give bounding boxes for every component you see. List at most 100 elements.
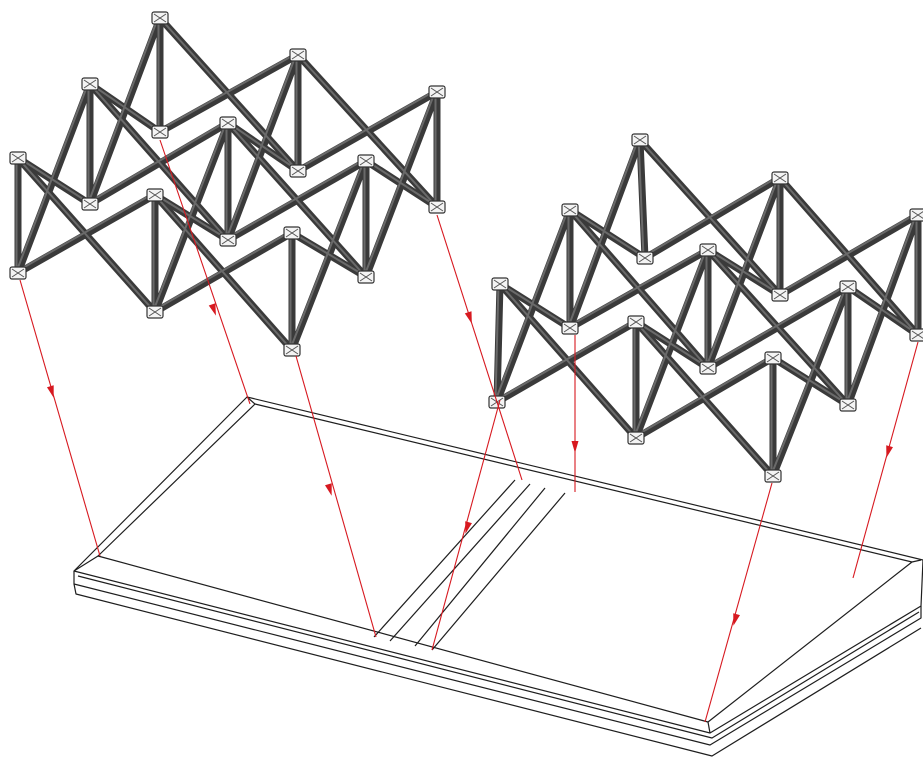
- placement-arrow-line: [19, 279, 101, 557]
- left-frame-hub-mark: [291, 50, 305, 60]
- left-frame-strut-highlight: [157, 52, 298, 132]
- right-frame-hub-mark: [629, 433, 643, 443]
- left-frame-hub-mark: [221, 118, 235, 128]
- right-frame-strut-highlight: [705, 284, 848, 368]
- left-frame-strut-highlight: [225, 158, 366, 240]
- placement-arrowhead: [733, 613, 740, 626]
- right-frame-hub-mark: [493, 279, 507, 289]
- left-frame-hub-mark: [148, 307, 162, 317]
- right-frame-strut: [641, 174, 784, 262]
- left-frame-hub-mark: [83, 199, 97, 209]
- left-frame-hub-mark: [359, 156, 373, 166]
- right-frame-hub-mark: [841, 282, 855, 292]
- divider-line-1: [373, 479, 516, 638]
- right-frame-strut-highlight: [705, 247, 780, 295]
- left-frame-strut-highlight: [15, 81, 90, 273]
- right-frame-strut-highlight: [567, 247, 708, 328]
- right-frame-hub-mark: [766, 471, 780, 481]
- right-frame-hub-mark: [701, 245, 715, 255]
- left-frame-strut-highlight: [87, 81, 160, 132]
- right-frame-strut-highlight: [497, 281, 570, 328]
- panel-corner-tr: [911, 559, 922, 563]
- left-frame-hub-mark: [11, 268, 25, 278]
- floor-panel: [73, 396, 923, 757]
- placement-arrowhead: [46, 385, 54, 398]
- right-frame-hub-mark: [773, 173, 787, 183]
- right-frame-strut: [493, 318, 640, 406]
- left-frame-strut-highlight: [87, 15, 160, 204]
- right-frame-strut: [776, 211, 922, 299]
- right-frame-hub: [909, 208, 923, 222]
- right-frame-hub-mark: [633, 135, 647, 145]
- right-frame-strut-highlight: [845, 284, 918, 335]
- frame-right: [488, 133, 923, 483]
- right-frame-strut-highlight: [567, 207, 645, 258]
- left-frame-hub-mark: [359, 272, 373, 282]
- placement-arrow-line: [436, 214, 523, 481]
- left-frame-hub-mark: [285, 345, 299, 355]
- right-frame-strut-highlight: [494, 319, 636, 402]
- panel-outer-edge: [73, 396, 923, 734]
- panel-thickness-2: [73, 583, 922, 757]
- left-frame-strut-highlight: [152, 192, 228, 240]
- panel-bevel-line: [77, 575, 920, 739]
- placement-arrow-line: [852, 341, 919, 579]
- placement-arrowhead: [571, 441, 579, 453]
- placement-arrows: [19, 139, 919, 723]
- right-frame-strut-highlight: [642, 175, 780, 258]
- right-frame-hub: [909, 328, 923, 342]
- left-frame-strut-highlight: [15, 155, 90, 204]
- left-frame-strut-highlight: [225, 120, 298, 171]
- right-frame-hub-mark: [701, 363, 715, 373]
- right-frame-hub-mark: [841, 400, 855, 410]
- placement-arrowhead: [464, 311, 472, 324]
- left-frame-hub-mark: [153, 13, 167, 23]
- left-frame-strut-highlight: [87, 120, 228, 204]
- right-frame-hub-mark: [911, 211, 923, 220]
- right-frame-strut-highlight: [777, 175, 918, 335]
- frame-left: [9, 11, 446, 357]
- left-frame-strut-highlight: [87, 81, 228, 240]
- left-frame-hub-mark: [221, 235, 235, 245]
- right-frame-strut-highlight: [633, 319, 708, 368]
- placement-arrowhead: [208, 303, 216, 316]
- placement-arrow-line: [159, 139, 251, 405]
- left-frame-hub-mark: [11, 153, 25, 163]
- left-frame-strut-highlight: [363, 158, 437, 207]
- right-frame-hub-mark: [629, 317, 643, 327]
- left-frame-hub-mark: [285, 228, 299, 238]
- right-frame-hub-mark: [766, 353, 780, 363]
- right-frame-hub-mark: [563, 323, 577, 333]
- right-frame-strut-highlight: [777, 212, 918, 295]
- right-frame-strut-highlight: [494, 281, 500, 402]
- right-frame-strut-highlight: [637, 137, 780, 295]
- left-frame-hub-mark: [430, 202, 444, 212]
- panel-thickness-1: [73, 571, 922, 746]
- right-frame-strut-highlight: [637, 137, 645, 258]
- right-frame-strut-highlight: [633, 355, 773, 438]
- placement-arrowhead: [886, 445, 893, 458]
- right-frame-hub-mark: [638, 253, 652, 263]
- right-frame-hub-mark: [911, 331, 923, 340]
- divider-line-4: [431, 492, 566, 651]
- left-frame-strut-highlight: [15, 192, 155, 273]
- left-frame-hub-mark: [153, 127, 167, 137]
- right-frame-strut: [493, 280, 504, 406]
- placement-arrow-line: [295, 355, 377, 638]
- right-frame-strut: [636, 136, 649, 262]
- right-frame-strut-highlight: [567, 137, 640, 328]
- left-frame-strut-highlight: [295, 89, 437, 171]
- left-frame-hub-mark: [291, 166, 305, 176]
- left-frame-hub-mark: [430, 87, 444, 97]
- right-frame-hub-mark: [773, 290, 787, 300]
- panel-corner-bl: [73, 555, 99, 572]
- divider-line-3: [414, 487, 546, 647]
- placement-arrowhead: [465, 521, 472, 534]
- left-frame-strut-highlight: [289, 230, 366, 277]
- divider-line-2: [389, 483, 531, 642]
- right-frame-hub-mark: [563, 205, 577, 215]
- placement-arrowhead: [324, 483, 332, 496]
- placement-arrow-line: [704, 482, 773, 723]
- left-frame-hub-mark: [83, 79, 97, 89]
